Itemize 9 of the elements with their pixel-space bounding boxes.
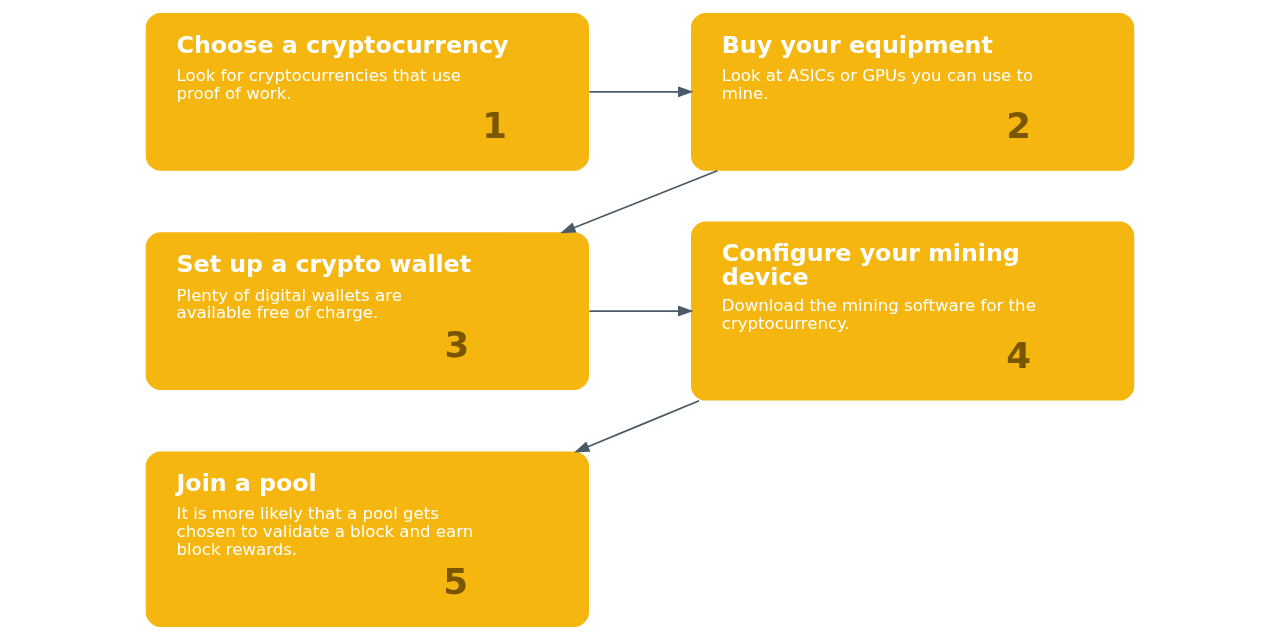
node-box: Set up a crypto wallet Plenty of digital wallets are available free of charge. 3 xyxy=(145,232,590,390)
arrow xyxy=(588,86,694,98)
arrow xyxy=(574,399,700,453)
node-box: Buy your equipment Look at ASICs or GPUs you can use to mine. 2 xyxy=(690,13,1135,171)
arrow xyxy=(588,305,694,317)
arrow xyxy=(560,169,719,234)
node-box: Join a pool It is more likely that a pool gets chosen to validate a block and earn block rewards. 5 xyxy=(145,451,590,627)
node-box: Choose a cryptocurrency Look for cryptocurrencies that use proof of work. 1 xyxy=(145,13,590,171)
node-box: Configure your mining device Download the mining software for the cryptocurrency. 4 xyxy=(690,221,1135,401)
